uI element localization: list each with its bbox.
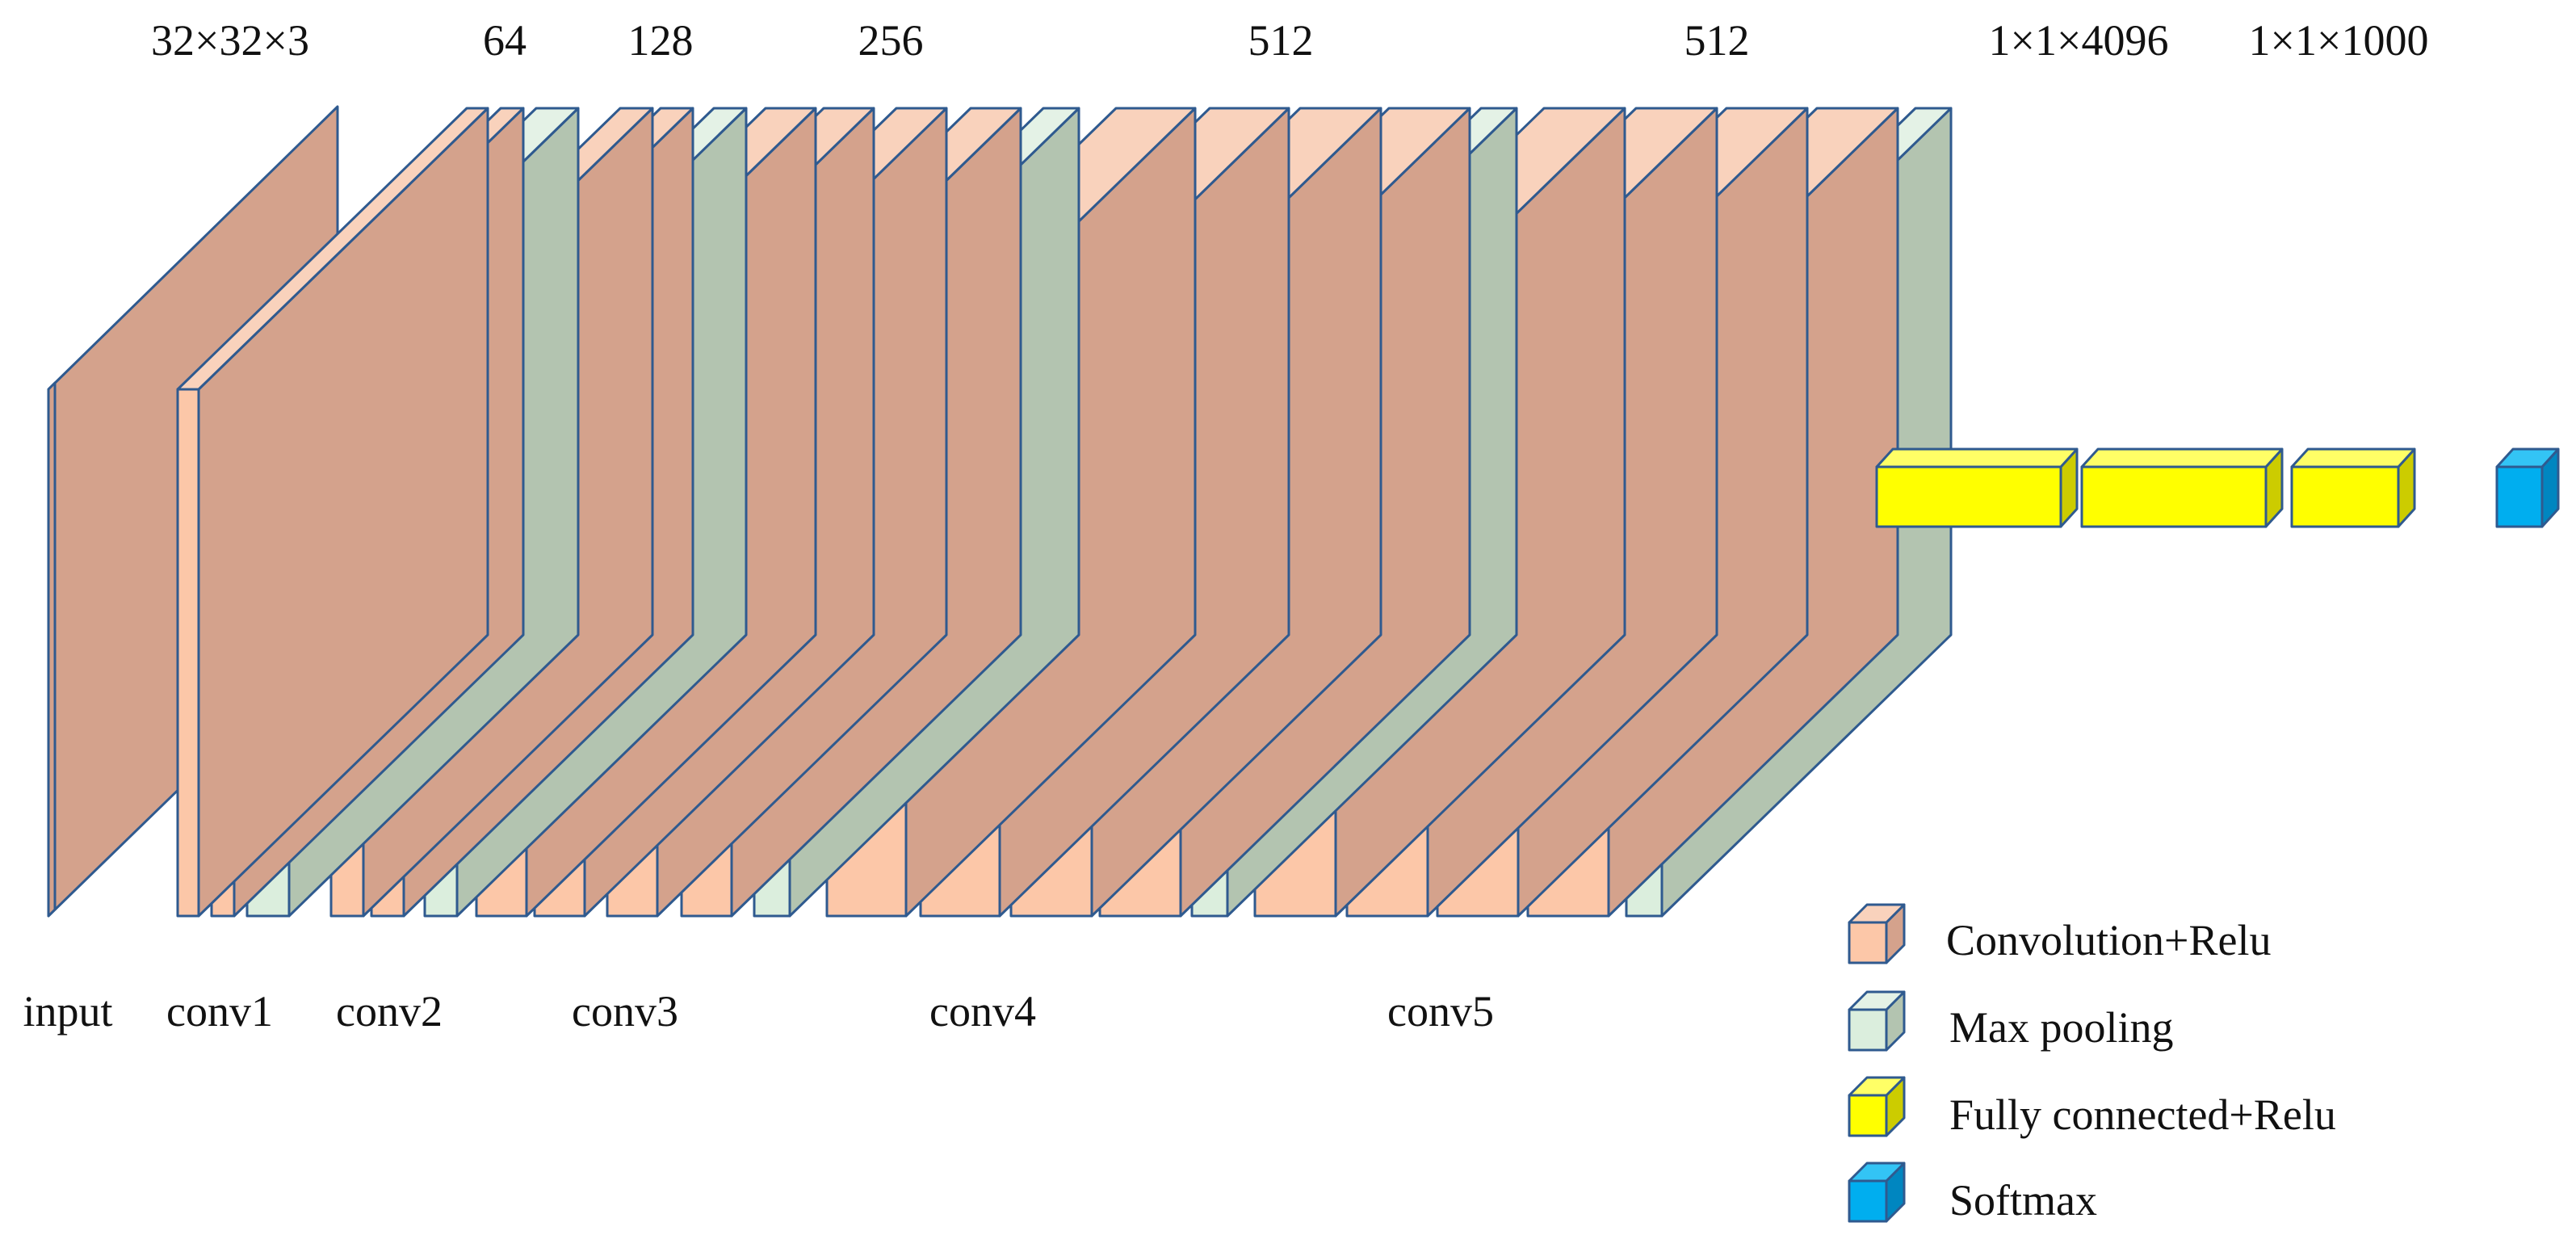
legend-icon-fc-front <box>1848 1094 1888 1137</box>
layer-conv1-conv-1 <box>176 107 489 918</box>
legend-icon-softmax <box>1848 1162 1906 1223</box>
legend-icon-pool <box>1848 990 1906 1052</box>
top-label-conv4-channels: 512 <box>1248 16 1314 65</box>
layer-fc-2-top <box>2080 447 2284 468</box>
legend-label-max-pooling: Max pooling <box>1949 1003 2174 1052</box>
bottom-label-conv3: conv3 <box>572 987 678 1036</box>
legend-icon-fc <box>1848 1076 1906 1137</box>
layer-fc-1 <box>1875 447 2079 528</box>
layer-fc-3-top <box>2290 447 2416 468</box>
top-label-fc-1000: 1×1×1000 <box>2249 16 2429 65</box>
bottom-label-input: input <box>23 987 112 1036</box>
legend: Convolution+Relu Max pooling Fully conne… <box>1848 903 2336 1225</box>
network-layers <box>47 105 2560 918</box>
legend-label-softmax: Softmax <box>1949 1176 2097 1225</box>
legend-icons <box>1848 903 1906 1223</box>
bottom-label-conv1: conv1 <box>166 987 273 1036</box>
layer-fc-1-front <box>1875 465 2062 528</box>
layer-softmax-front <box>2495 465 2544 528</box>
legend-icon-conv-front <box>1848 921 1888 964</box>
bottom-label-conv2: conv2 <box>336 987 443 1036</box>
bottom-labels: input conv1 conv2 conv3 conv4 conv5 <box>23 987 1493 1036</box>
legend-icon-softmax-front <box>1848 1179 1888 1223</box>
legend-icon-pool-front <box>1848 1008 1888 1052</box>
top-labels: 32×32×3 64 128 256 512 512 1×1×4096 1×1×… <box>151 16 2428 65</box>
layer-fc-2-front <box>2080 465 2268 528</box>
top-label-conv5-channels: 512 <box>1684 16 1750 65</box>
top-label-input-size: 32×32×3 <box>151 16 309 65</box>
layer-input-edge <box>47 381 57 918</box>
top-label-conv1-channels: 64 <box>483 16 527 65</box>
layer-fc-3 <box>2290 447 2416 528</box>
top-label-fc-4096: 1×1×4096 <box>1989 16 2169 65</box>
layer-fc-3-front <box>2290 465 2400 528</box>
bottom-label-conv4: conv4 <box>929 987 1036 1036</box>
bottom-label-conv5: conv5 <box>1387 987 1494 1036</box>
top-label-conv3-channels: 256 <box>858 16 924 65</box>
layer-fc-1-top <box>1875 447 2079 468</box>
legend-label-fully-connected-relu: Fully connected+Relu <box>1949 1090 2336 1139</box>
layer-softmax <box>2495 447 2560 528</box>
top-label-conv2-channels: 128 <box>628 16 694 65</box>
legend-icon-conv <box>1848 903 1906 964</box>
layer-fc-2 <box>2080 447 2284 528</box>
legend-label-convolution-relu: Convolution+Relu <box>1946 916 2271 964</box>
layer-conv1-conv-1-front <box>176 388 200 918</box>
